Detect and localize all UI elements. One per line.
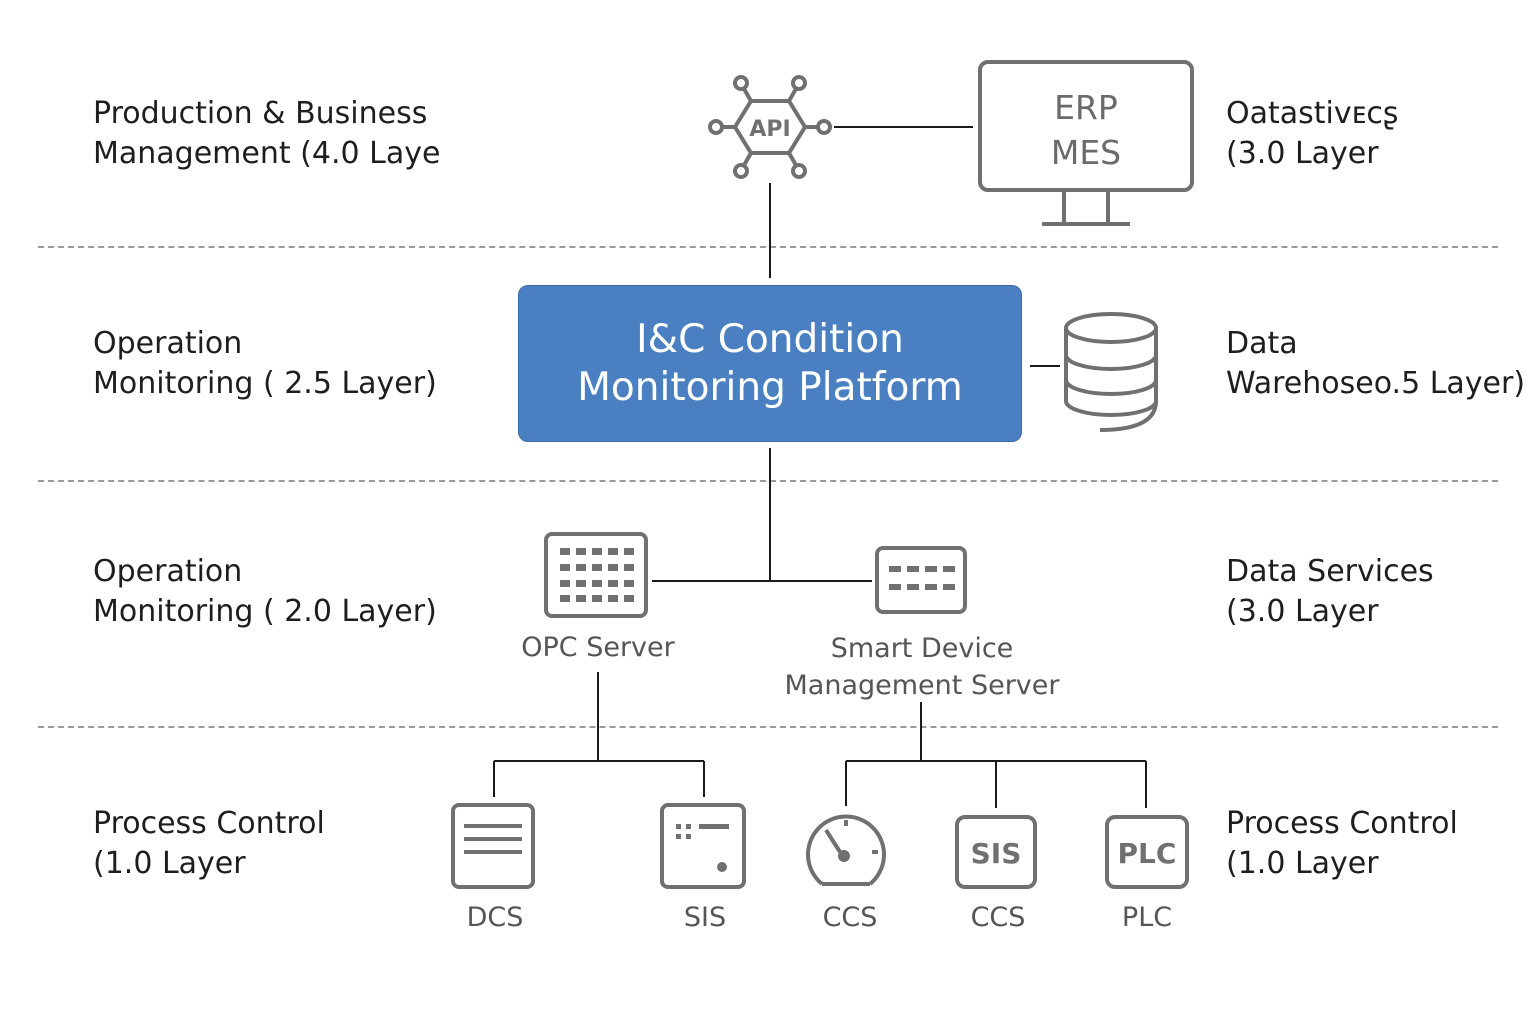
platform-title-line1: I&C Condition [636,316,904,362]
layer-label-line2: Monitoring ( 2.0 Layer) [93,594,437,629]
layer-label-line2: (3.0 Layer [1226,594,1379,629]
mes-label: MES [1051,133,1121,172]
layer-label-line1: Process Control [1226,806,1458,841]
plc-badge-text: PLC [1118,837,1177,870]
layer-label-line2: Monitoring ( 2.5 Layer) [93,366,437,401]
layer-label-line2: (1.0 Layer [1226,846,1379,881]
dcs-label: DCS [466,902,524,933]
layer-label-data-warehouse: Data Warehoseo.5 Layer) [1226,324,1525,404]
erp-monitor-icon: ERP MES [978,60,1194,226]
plc-badge-icon: PLC [1105,815,1189,889]
ccs-label-1: CCS [822,902,878,933]
layer-label-data-services: Data Services (3.0 Layer [1226,552,1434,632]
layer-label-line1: Process Control [93,806,325,841]
gauge-icon [806,814,886,886]
layer-label-line2: (1.0 Layer [93,846,246,881]
ccs-label-2: CCS [970,902,1026,933]
layer-label-line2: (3.0 Layer [1226,136,1379,171]
layer-label-line2: Warehoseo.5 Layer) [1226,366,1526,401]
dcs-device-icon [451,803,535,889]
layer-divider [38,246,1498,248]
layer-label-line1: Data [1226,326,1298,361]
smart-device-server-label: Smart Device Management Server [762,630,1082,704]
platform-title-line2: Monitoring Platform [577,364,963,410]
smart-device-label-line1: Smart Device [830,633,1014,664]
layer-label-process-control-right: Process Control (1.0 Layer [1226,804,1458,884]
condition-monitoring-platform: I&C Condition Monitoring Platform [518,285,1022,442]
sis-device-icon [660,803,746,889]
sis-badge-text: SIS [971,837,1022,870]
layer-label-line1: Production & Business [93,96,428,131]
layer-label-production-business: Production & Business Management (4.0 La… [93,94,440,174]
sis-badge-icon: SIS [955,815,1037,889]
sis-label: SIS [683,902,727,933]
layer-label-line1: Operation [93,554,243,589]
layer-label-process-control-left: Process Control (1.0 Layer [93,804,325,884]
layer-label-operation-2-0: Operation Monitoring ( 2.0 Layer) [93,552,437,632]
layer-label-line1: Oatastivᴇᴄʂ [1226,96,1399,131]
opc-server-label: OPC Server [521,632,675,663]
layer-divider [38,480,1498,482]
layer-label-datastives: Oatastivᴇᴄʂ (3.0 Layer [1226,94,1398,174]
layer-divider [38,726,1498,728]
opc-server-icon [544,532,648,618]
smart-device-server-icon [875,546,967,614]
api-hub-icon: API [708,75,832,179]
database-icon [1064,312,1158,432]
erp-label: ERP [1054,88,1118,127]
layer-label-operation-2-5: Operation Monitoring ( 2.5 Layer) [93,324,437,404]
layer-label-line1: Data Services [1226,554,1434,589]
layer-label-line2: Management (4.0 Laye [93,136,441,171]
plc-label: PLC [1121,902,1173,933]
layer-label-line1: Operation [93,326,243,361]
smart-device-label-line2: Management Server [784,670,1060,701]
api-icon-label: API [749,117,790,142]
